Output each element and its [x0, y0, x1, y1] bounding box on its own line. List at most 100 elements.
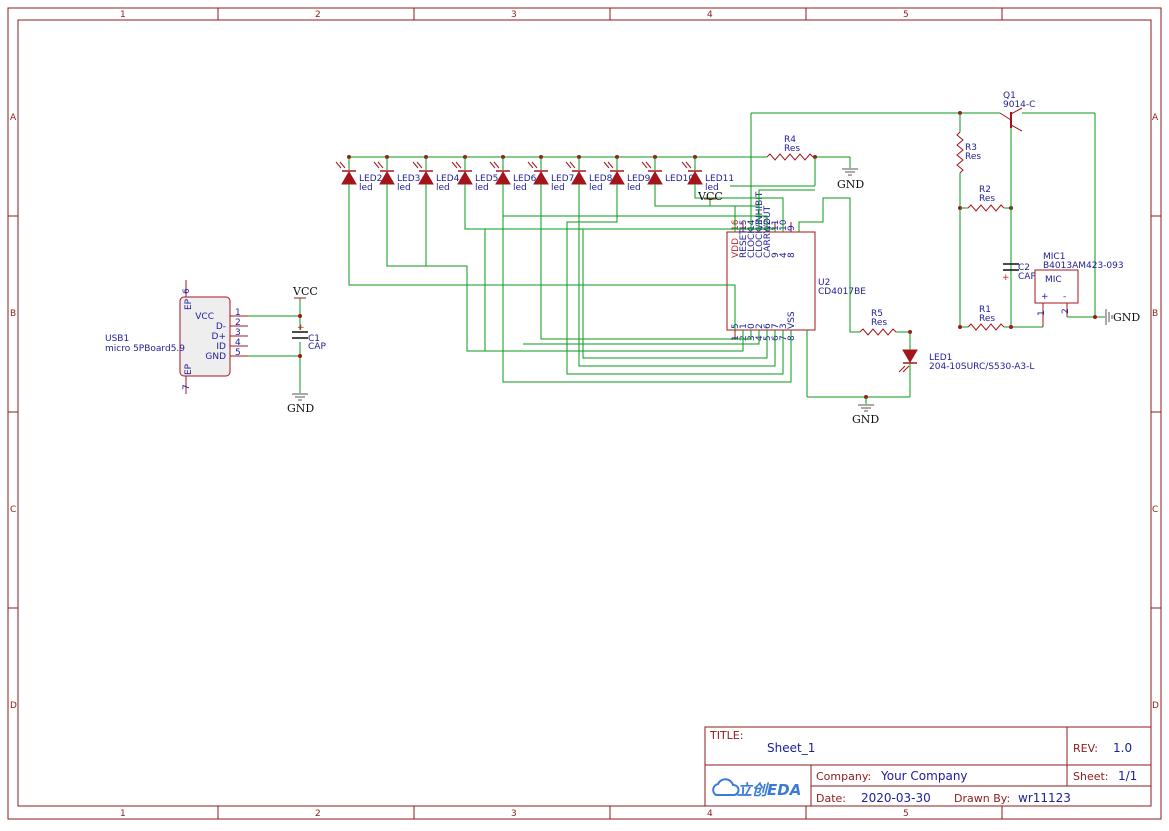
gnd-symbol-led1: [858, 404, 874, 412]
u2-top-pin-num: 14: [747, 219, 757, 231]
u2-top-pin-name: CARRY/OUT: [763, 205, 773, 258]
usb-ep-bottom: EP: [184, 363, 194, 375]
rev-label: REV:: [1073, 742, 1098, 755]
led-value: led: [589, 183, 603, 193]
c1-plus: +: [297, 323, 305, 333]
u2-bottom-pin-name: 5: [731, 323, 741, 329]
drawing-frame: [7, 7, 1162, 820]
sheet-label: Sheet:: [1073, 770, 1109, 783]
u2-top-pin-name: CLOCK: [747, 227, 757, 258]
u2-top-pin-num: 13: [755, 220, 765, 231]
u2-top-pin-name: CLOCK/INHIBIT: [755, 191, 765, 258]
u2-bottom-pin-num: 3: [747, 335, 757, 341]
led-value: led: [359, 183, 373, 193]
u2-top-pin-name: RESET: [739, 229, 749, 258]
usb-pin-vcc: VCC: [195, 312, 214, 322]
zone-row-c-left: C: [10, 505, 16, 515]
cloud-icon: [712, 778, 740, 796]
mic-minus: -: [1063, 292, 1066, 302]
u2-top-pin-num: 10: [779, 219, 789, 231]
q1-designator: Q1: [1003, 91, 1016, 101]
net-vcc-usb: VCC: [292, 285, 318, 298]
mic-plus: +: [1041, 292, 1049, 302]
u2-bottom-pin-name: 3: [779, 323, 789, 329]
zone-col-1-bottom: 1: [120, 809, 126, 819]
c2-plus: +: [1002, 273, 1010, 283]
r3-designator: R3: [965, 143, 977, 153]
sheet-value: 1/1: [1118, 769, 1137, 783]
net-gnd-mic: GND: [1113, 311, 1140, 324]
usb-ep-bottom-num: 7: [182, 384, 192, 390]
zone-row-c-right: C: [1152, 505, 1158, 515]
company-value: Your Company: [880, 769, 968, 783]
usb-pin-dminus: D-: [216, 322, 226, 332]
zone-row-a-left: A: [10, 113, 17, 123]
r5-value: Res: [871, 318, 887, 328]
usb-pin-num-4: 4: [235, 338, 241, 348]
led-value: led: [627, 183, 641, 193]
usb-pin-num-1: 1: [235, 308, 241, 318]
zone-row-a-right: A: [1152, 113, 1159, 123]
net-vcc-u2: VCC: [697, 190, 723, 203]
r1-designator: R1: [979, 305, 991, 315]
r1-value: Res: [979, 314, 995, 324]
u2-top-pin-name: VDD: [731, 238, 741, 258]
date-label: Date:: [816, 792, 846, 805]
led-to-u2-wires: [348, 184, 792, 383]
usb-ep-top-num: 6: [182, 288, 192, 294]
zone-col-5-bottom: 5: [903, 809, 909, 819]
mic-label: MIC: [1045, 275, 1062, 285]
u2-top-pin-num: 9: [787, 225, 797, 231]
u2-top-pin-num: 12: [763, 220, 773, 231]
led-10: LED10: [641, 155, 694, 185]
zone-col-3-top: 3: [511, 10, 517, 20]
u2-value: CD4017BE: [818, 287, 866, 297]
usb1-value: micro 5PBoard5.9: [105, 344, 185, 354]
led-triangle: [457, 171, 473, 185]
rev-value: 1.0: [1113, 741, 1132, 755]
c2-designator: C2: [1018, 263, 1030, 273]
gnd-symbol-usb: [292, 393, 308, 401]
u2-bottom-pin-num: 2: [739, 335, 749, 341]
net-gnd-led1: GND: [852, 413, 879, 426]
r4-designator: R4: [784, 135, 796, 145]
led-designator: LED5: [475, 174, 498, 184]
zone-row-b-right: B: [1152, 309, 1158, 319]
r4-value: Res: [784, 144, 800, 154]
led-triangle: [418, 171, 434, 185]
u2-bottom-pin-num: 5: [763, 335, 773, 341]
u2-top-pin-num: 16: [731, 219, 741, 231]
zone-row-b-left: B: [10, 309, 16, 319]
zone-row-d-left: D: [10, 701, 17, 711]
usb-power-section: VCC + C1 CAP GND: [248, 285, 326, 415]
u2-top-pin-name: 9: [771, 252, 781, 258]
led-designator: LED2: [359, 174, 382, 184]
drawn-by-label: Drawn By:: [954, 792, 1010, 805]
usb1-designator: USB1: [105, 334, 129, 344]
r5-designator: R5: [871, 309, 883, 319]
u2-pins: 16VDD15RESET14CLOCK13CLOCK/INHIBIT12CARR…: [731, 191, 797, 341]
led-designator: LED6: [513, 174, 537, 184]
u2-bottom-pin-num: 7: [779, 335, 789, 341]
zone-col-4-bottom: 4: [707, 809, 713, 819]
usb-pin-dplus: D+: [212, 332, 226, 342]
led-value: led: [551, 183, 565, 193]
eda-logo: 立创EDA: [712, 778, 801, 799]
led-designator: LED7: [551, 174, 574, 184]
led1-value: 204-10SURC/S530-A3-L: [929, 362, 1034, 372]
u2-bottom-pin-name: VSS: [787, 311, 797, 329]
zone-col-3-bottom: 3: [511, 809, 517, 819]
led1-designator: LED1: [929, 353, 952, 363]
date-value: 2020-03-30: [861, 791, 931, 805]
zone-row-d-right: D: [1152, 701, 1159, 711]
led-designator: LED11: [705, 174, 734, 184]
zone-col-1-top: 1: [120, 10, 126, 20]
mic1-value: B4013AM423-093: [1043, 261, 1124, 271]
led-value: led: [513, 183, 527, 193]
led-value: led: [397, 183, 411, 193]
u2-vcc: VCC: [697, 190, 736, 232]
u2-top-pin-name: 4: [779, 252, 789, 258]
